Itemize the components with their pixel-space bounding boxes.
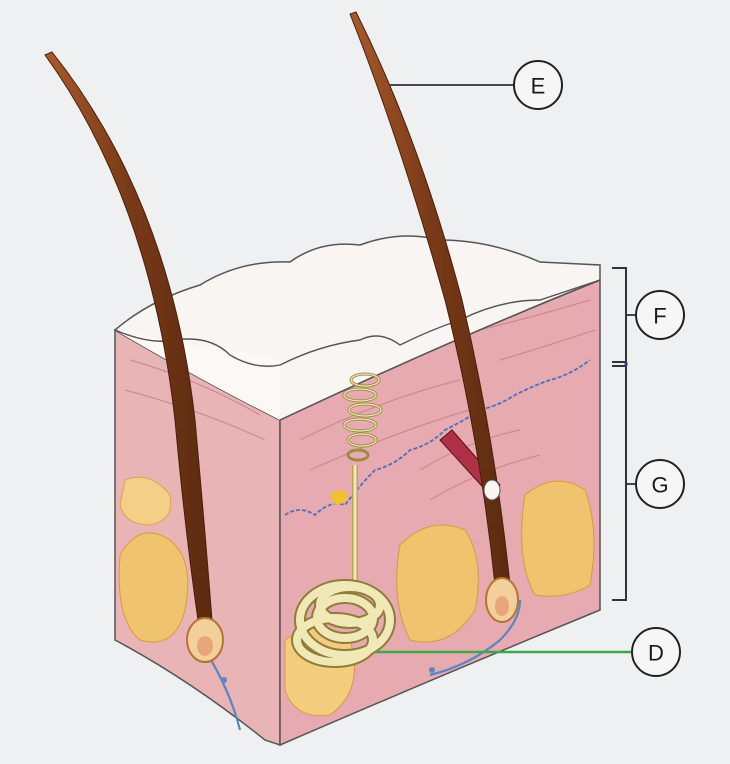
label-d: D [632,628,680,676]
blood-vessel-dot [429,667,435,673]
label-e: E [514,61,562,109]
label-f: F [636,291,684,339]
label-d-text: D [648,641,664,666]
label-f-text: F [653,304,666,329]
sweat-gland-coil [297,585,390,662]
label-e-text: E [531,74,546,99]
bracket-g [612,366,626,600]
fat-lobule [522,481,594,596]
fat-lobule [119,533,188,642]
bracket-f [612,268,626,362]
layer-brackets [612,268,626,600]
blood-vessel-dot [221,677,227,683]
dermal-papilla [197,636,213,656]
label-g: G [636,460,684,508]
dermal-papilla [495,596,509,616]
label-g-text: G [651,473,668,498]
sebaceous-gland [484,480,500,500]
